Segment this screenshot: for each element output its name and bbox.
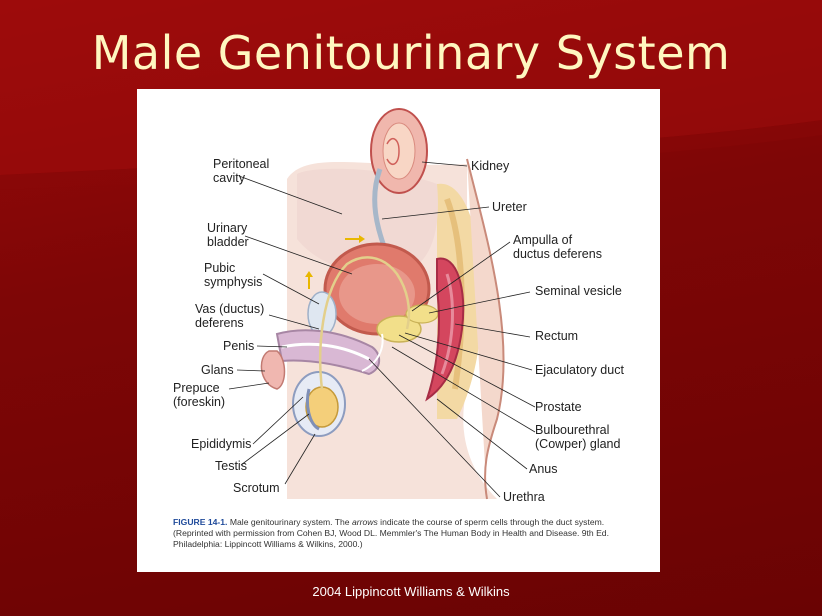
label-urinary-bladder: Urinary bladder — [207, 221, 249, 249]
label-ejaculatory-duct: Ejaculatory duct — [535, 363, 624, 377]
label-testis: Testis — [215, 459, 247, 473]
label-kidney: Kidney — [471, 159, 510, 173]
label-vas-deferens: Vas (ductus) deferens — [195, 302, 265, 330]
figure-caption: FIGURE 14-1. Male genitourinary system. … — [173, 517, 643, 550]
label-prepuce: Prepuce (foreskin) — [173, 381, 226, 409]
label-bulbourethral-gland: Bulbourethral (Cowper) gland — [535, 423, 621, 451]
label-epididymis: Epididymis — [191, 437, 252, 451]
label-ureter: Ureter — [492, 200, 527, 214]
caption-text-part2: indicate the course of sperm cells throu… — [173, 517, 609, 549]
figure-number: FIGURE 14-1. — [173, 517, 228, 527]
label-glans: Glans — [201, 363, 234, 377]
slide-title: Male Genitourinary System — [91, 26, 731, 80]
label-prostate: Prostate — [535, 400, 582, 414]
label-penis: Penis — [223, 339, 255, 353]
anatomy-figure: Peritoneal cavity Urinary bladder Pubic … — [137, 89, 660, 572]
label-ampulla-ductus-deferens: Ampulla of ductus deferens — [513, 233, 602, 261]
label-seminal-vesicle: Seminal vesicle — [535, 284, 622, 298]
label-urethra: Urethra — [503, 490, 545, 504]
label-scrotum: Scrotum — [233, 481, 280, 495]
anatomy-illustration — [228, 108, 536, 500]
slide-footer: 2004 Lippincott Williams & Wilkins — [312, 584, 510, 599]
label-pubic-symphysis: Pubic symphysis — [204, 261, 263, 289]
label-rectum: Rectum — [535, 329, 579, 343]
caption-text-part1: Male genitourinary system. The — [227, 517, 352, 527]
label-peritoneal-cavity: Peritoneal cavity — [213, 157, 270, 185]
caption-italic-word: arrows — [351, 517, 378, 527]
label-anus: Anus — [529, 462, 558, 476]
